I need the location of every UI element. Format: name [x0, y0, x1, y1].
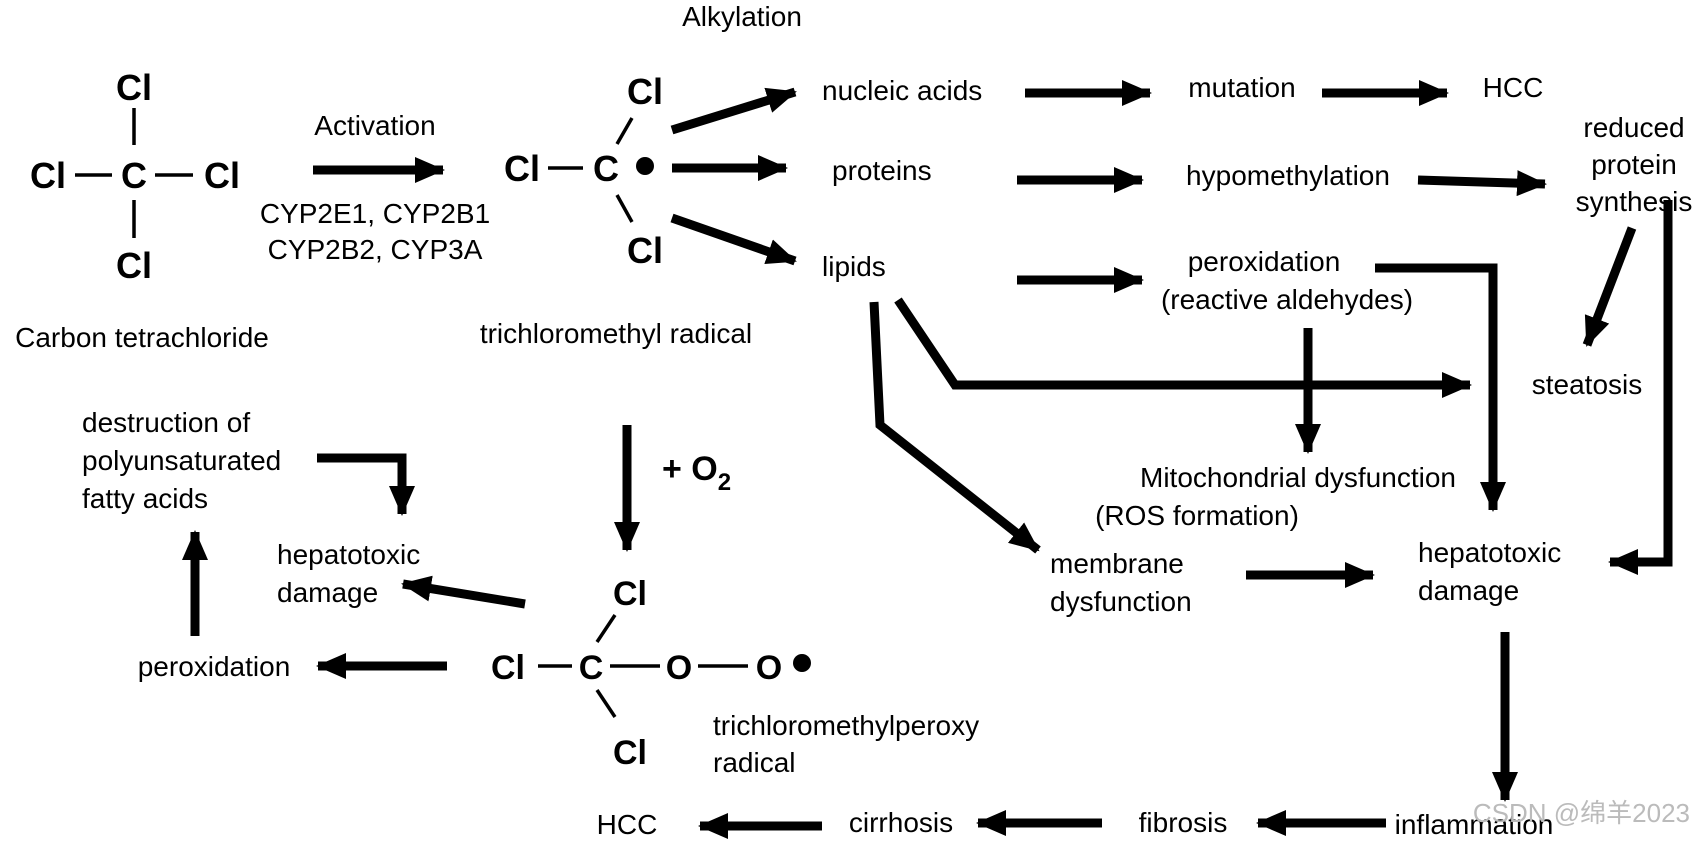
nucleic-acids-label: nucleic acids	[822, 75, 982, 106]
trichloromethyl-radical-structure: Cl Cl C Cl	[504, 71, 663, 271]
mutation-label: mutation	[1188, 72, 1295, 103]
reduced-line1: reduced	[1583, 112, 1684, 143]
arrow-to-reduced-synthesis	[1417, 170, 1547, 197]
hepatotoxic-right-line1: hepatotoxic	[1418, 537, 1561, 568]
ccl4-c: C	[121, 155, 147, 196]
trichloromethyl-radical-label: trichloromethyl radical	[480, 318, 752, 349]
peroxidation-right-line1: peroxidation	[1188, 246, 1341, 277]
radical-cl-left: Cl	[504, 148, 540, 189]
arrow-destruction-to-hepatotoxic	[317, 453, 415, 516]
oxygen-label: + O2	[662, 450, 731, 496]
fibrosis-label: fibrosis	[1139, 807, 1228, 838]
alkylation-label: Alkylation	[682, 1, 802, 32]
hypomethylation-label: hypomethylation	[1186, 160, 1390, 191]
peroxy-c: C	[579, 649, 604, 687]
watermark: CSDN @绵羊2023	[1473, 798, 1690, 828]
arrow-lipids-to-steatosis	[894, 297, 1472, 398]
activation-label: Activation	[314, 110, 435, 141]
peroxy-cl-top: Cl	[613, 575, 647, 613]
peroxidation-left-label: peroxidation	[138, 651, 291, 682]
hcc-top-label: HCC	[1483, 72, 1544, 103]
enzymes-line1: CYP2E1, CYP2B1	[260, 198, 490, 229]
hepatotoxic-left-line2: damage	[277, 577, 378, 608]
proteins-label: proteins	[832, 155, 932, 186]
reduced-line2: protein	[1591, 149, 1677, 180]
peroxy-cl-bottom: Cl	[613, 734, 647, 772]
radical-dot	[636, 157, 654, 175]
reduced-line3: synthesis	[1576, 186, 1693, 217]
membrane-line1: membrane	[1050, 548, 1184, 579]
arrow-reduced-to-hepatotoxic	[1608, 200, 1673, 575]
destruction-line2: polyunsaturated	[82, 445, 281, 476]
trichloromethylperoxy-radical-structure: Cl C O O Cl Cl	[491, 575, 811, 772]
arrow-peroxidation-to-hepatotoxic	[1375, 263, 1506, 512]
inflammation-label: inflammation	[1395, 809, 1554, 840]
hcc-bottom-label: HCC	[597, 809, 658, 840]
ccl4-cl-top: Cl	[116, 67, 152, 108]
peroxy-o2: O	[756, 649, 782, 687]
hepatotoxic-left-line1: hepatotoxic	[277, 539, 420, 570]
arrow-to-nucleic-acids	[670, 87, 797, 135]
peroxy-radical-dot	[793, 654, 811, 672]
lipids-label: lipids	[822, 251, 886, 282]
destruction-line1: destruction of	[82, 407, 250, 438]
ccl4-cl-right: Cl	[204, 155, 240, 196]
cirrhosis-label: cirrhosis	[849, 807, 953, 838]
ccl4-cl-bottom: Cl	[116, 245, 152, 286]
membrane-line2: dysfunction	[1050, 586, 1192, 617]
enzymes-line2: CYP2B2, CYP3A	[268, 234, 483, 265]
ccl4-cl-left: Cl	[30, 155, 66, 196]
peroxy-o1: O	[666, 649, 692, 687]
arrow-peroxy-to-hepatotoxic-left	[401, 575, 526, 609]
destruction-line3: fatty acids	[82, 483, 208, 514]
carbon-tetrachloride-label: Carbon tetrachloride	[15, 322, 269, 353]
peroxy-name-line1: trichloromethylperoxy	[713, 710, 979, 741]
steatosis-label: steatosis	[1532, 369, 1643, 400]
mito-line2: (ROS formation)	[1095, 500, 1299, 531]
peroxy-name-line2: radical	[713, 747, 795, 778]
peroxy-cl-left: Cl	[491, 649, 525, 687]
radical-cl-bottom: Cl	[627, 230, 663, 271]
hepatotoxic-right-line2: damage	[1418, 575, 1519, 606]
arrow-reduced-to-steatosis	[1582, 226, 1637, 347]
peroxidation-right-line2: (reactive aldehydes)	[1161, 284, 1413, 315]
radical-c: C	[593, 148, 619, 189]
arrow-to-lipids	[670, 213, 797, 266]
mito-line1: Mitochondrial dysfunction	[1140, 462, 1456, 493]
radical-cl-top: Cl	[627, 71, 663, 112]
carbon-tetrachloride-structure: Cl Cl C Cl Cl	[30, 67, 240, 286]
arrow-lipids-to-membrane	[869, 301, 1041, 554]
